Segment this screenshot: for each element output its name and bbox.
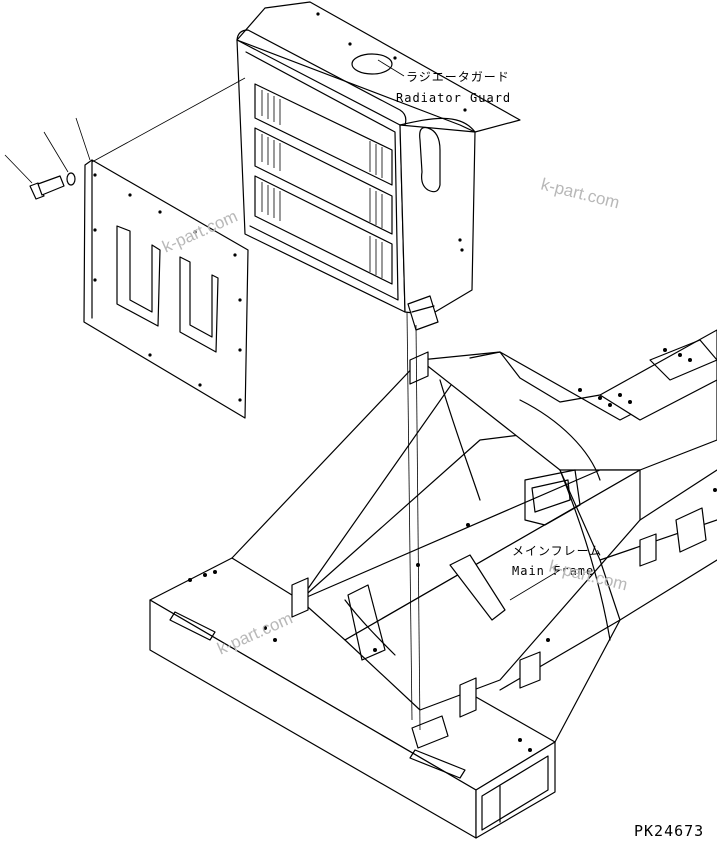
front-mount-pad <box>411 715 449 749</box>
louver-grille-top <box>254 83 393 186</box>
louver-grille-bottom <box>254 175 393 285</box>
rear-mount-bracket <box>409 351 429 385</box>
rear-extension <box>599 329 717 421</box>
bracket-left <box>291 577 309 618</box>
side-handle <box>419 126 441 193</box>
leader-lines <box>4 59 561 731</box>
guard-side <box>399 124 476 316</box>
main-frame <box>149 329 717 839</box>
bolt-head <box>29 182 45 200</box>
guard-mount-foot <box>407 295 439 331</box>
guard-top <box>236 1 521 133</box>
bracket-front <box>459 677 477 718</box>
bolt-shank <box>37 175 65 196</box>
front-beam-end <box>475 741 556 839</box>
cover-plate-body <box>83 159 249 419</box>
cover-plate <box>83 159 249 419</box>
radiator-guard <box>236 1 521 331</box>
radiator-guard-label-en: Radiator Guard <box>396 91 512 105</box>
radiator-guard-label-jp: ラジエータガード <box>406 70 510 84</box>
main-frame-label-en: Main Frame <box>512 564 595 578</box>
louver-grille-middle <box>254 127 393 235</box>
washer <box>66 172 76 186</box>
cover-plate-cutout-right <box>179 256 219 353</box>
drawing-code: PK24673 <box>634 822 705 840</box>
cover-plate-cutout-left <box>116 225 161 327</box>
fill-cap <box>351 53 393 75</box>
main-frame-label-jp: メインフレーム <box>512 544 603 558</box>
bolt-and-washer <box>29 172 76 200</box>
